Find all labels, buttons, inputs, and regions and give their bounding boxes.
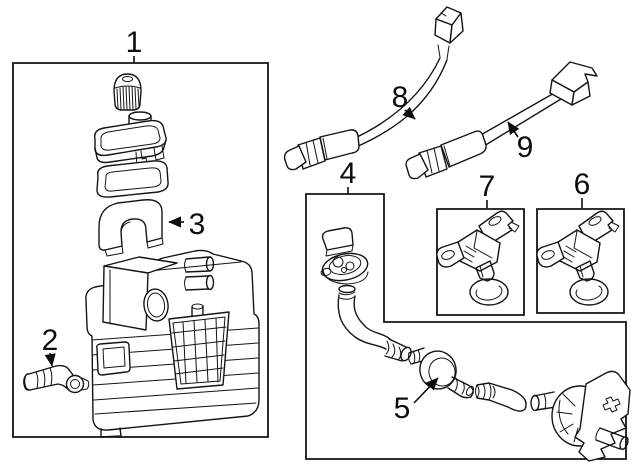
callout-leader-8 — [402, 106, 416, 119]
part-leak-detection-pump — [531, 371, 630, 461]
callout-label-1[interactable]: 1 — [126, 26, 143, 59]
callout-leader-9 — [508, 121, 520, 137]
part-8-oxygen-sensor — [285, 7, 463, 170]
part-gasket-seal — [97, 161, 168, 197]
map-sensor-7 — [436, 210, 520, 306]
callouts: 1 2 3 4 5 6 7 8 9 — [42, 26, 591, 425]
callout-label-3[interactable]: 3 — [189, 208, 206, 241]
group-purge-valve-assembly — [306, 194, 630, 461]
group-sensor-6 — [537, 209, 624, 313]
part-vapor-canister — [86, 250, 259, 437]
box-4-outline — [306, 194, 626, 459]
canister-lattice-bracket — [169, 304, 229, 389]
map-sensor-6 — [536, 210, 620, 306]
callout-label-9[interactable]: 9 — [517, 131, 534, 164]
part-9-oxygen-sensor — [406, 62, 597, 179]
part-4-vent-solenoid — [320, 228, 370, 285]
callout-label-4[interactable]: 4 — [340, 157, 357, 190]
group-sensor-7 — [437, 209, 524, 315]
callout-leader-5 — [414, 377, 438, 403]
group-canister-assembly — [13, 63, 268, 437]
box-6-outline — [537, 209, 624, 313]
callout-label-7[interactable]: 7 — [479, 170, 496, 203]
box-7-outline — [437, 209, 524, 315]
callout-label-6[interactable]: 6 — [574, 168, 591, 201]
callout-label-2[interactable]: 2 — [42, 324, 59, 357]
callout-label-8[interactable]: 8 — [392, 81, 409, 114]
part-vent-valve — [95, 112, 166, 166]
part-hose-connector — [476, 383, 527, 411]
box-1-outline — [13, 63, 268, 437]
part-3-retainer-clip — [99, 200, 163, 256]
callout-leader-2 — [44, 353, 56, 367]
callout-label-5[interactable]: 5 — [394, 392, 411, 425]
part-hose — [338, 286, 413, 363]
part-canister-cap-icon — [114, 74, 141, 110]
part-5-check-valve — [408, 347, 475, 398]
part-2-tube-fitting — [24, 366, 89, 393]
